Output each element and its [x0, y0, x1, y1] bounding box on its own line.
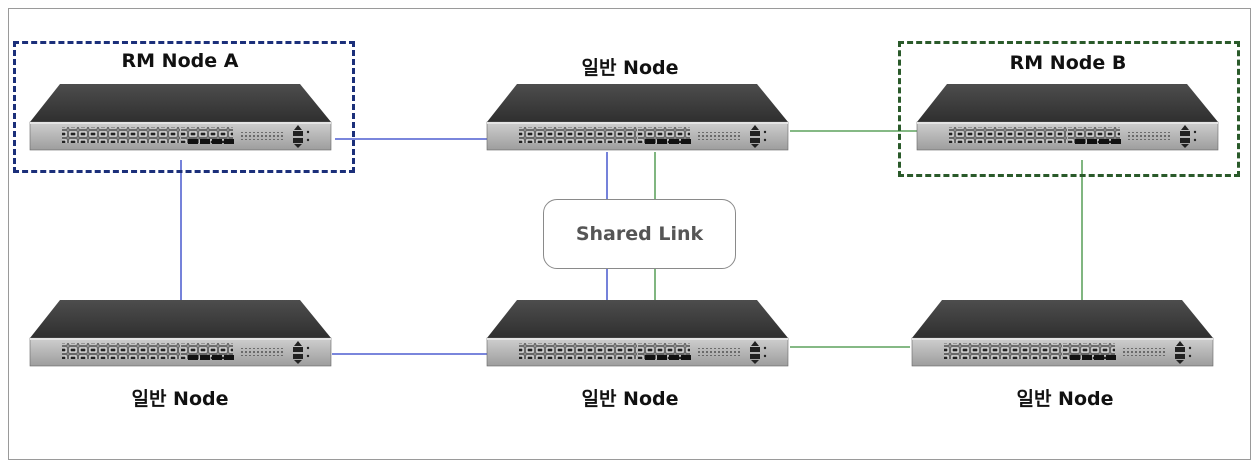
switch-bottom-left [29, 299, 332, 367]
bottom-center-node-label: 일반 Node [581, 388, 679, 410]
rm-node-a-box [13, 41, 355, 173]
switch-bottom-right [911, 299, 1214, 367]
shared-link-label: Shared Link [575, 223, 704, 245]
rm-node-b-label: RM Node B [1009, 52, 1127, 74]
rm-node-a-label: RM Node A [121, 50, 239, 72]
top-center-node-label: 일반 Node [581, 57, 679, 79]
switch-top-center [486, 83, 789, 151]
rm-node-b-box [898, 41, 1240, 177]
switch-bottom-center [486, 299, 789, 367]
switch-rm-node-b [916, 83, 1219, 151]
switch-rm-node-a [29, 83, 332, 151]
bottom-left-node-label: 일반 Node [131, 388, 229, 410]
diagram-frame [8, 8, 1251, 460]
shared-link-box: Shared Link [543, 199, 736, 269]
bottom-right-node-label: 일반 Node [1016, 388, 1114, 410]
